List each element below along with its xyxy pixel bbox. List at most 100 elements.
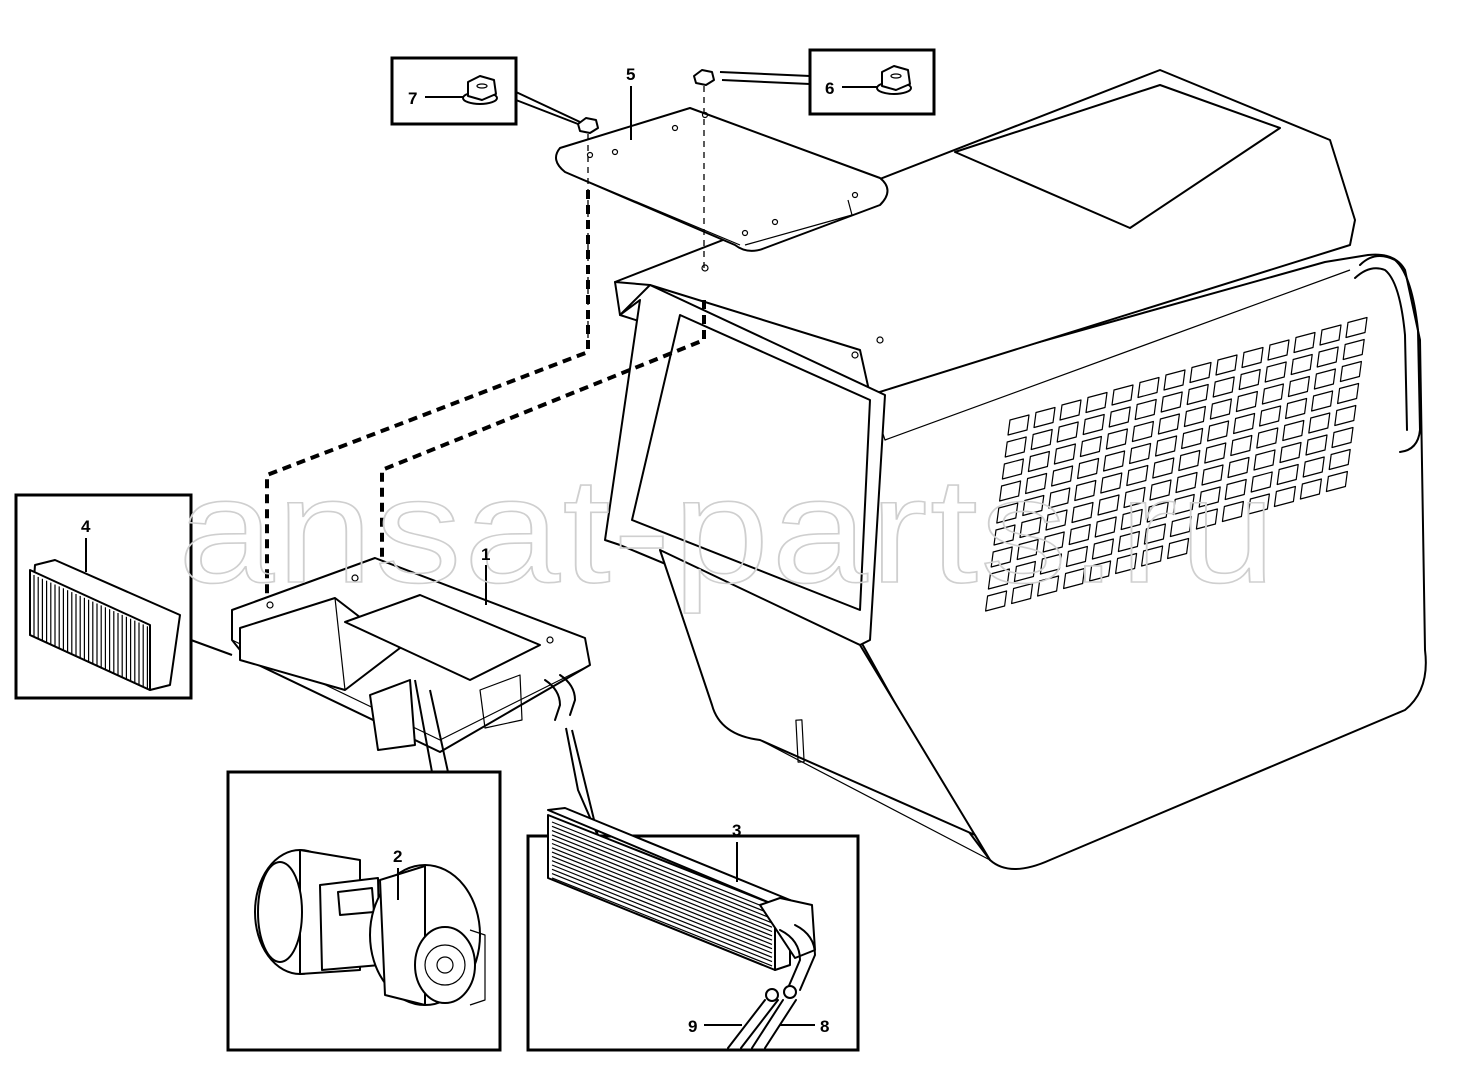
grille-cell [1045, 509, 1068, 531]
grille-cell [1141, 545, 1164, 567]
grille-cell [1273, 485, 1296, 508]
grille-cell [1063, 567, 1086, 590]
callout-8: 8 [820, 1017, 829, 1036]
grille-cell [1167, 537, 1190, 560]
grille-cell [985, 590, 1008, 612]
grille-cell [1305, 434, 1328, 456]
grille-cell [1013, 560, 1036, 583]
grille-cell [996, 502, 1019, 524]
core-fin [551, 873, 773, 963]
callout-1: 1 [481, 545, 490, 564]
grille-cell [1039, 553, 1062, 575]
callout-4: 4 [81, 517, 91, 536]
grille-cell [1287, 375, 1310, 398]
grille-cell [1089, 560, 1112, 582]
grille-cell [1337, 382, 1360, 405]
grille-cell [1123, 486, 1146, 509]
core-fin [551, 830, 773, 920]
grille-cell [1212, 376, 1235, 398]
grille-cell [1115, 552, 1138, 575]
grille-cell [1100, 472, 1123, 494]
grille-cell [1103, 450, 1126, 472]
core-fin [551, 864, 773, 954]
nut-on-plate-6 [693, 69, 715, 86]
grille-cell [1311, 390, 1334, 412]
grille-cell [1207, 420, 1230, 442]
grille-cell [1215, 354, 1238, 376]
callout-6: 6 [825, 79, 834, 98]
grille-cell [1108, 406, 1131, 428]
grille-cell [1053, 443, 1076, 465]
grille-cell [1091, 538, 1114, 560]
grille-cell [999, 480, 1022, 502]
callout-9: 9 [688, 1017, 697, 1036]
grille-cell [1183, 405, 1206, 428]
grille-cell [1293, 331, 1316, 354]
grille-cell [990, 546, 1013, 568]
grille-cell [1056, 421, 1079, 443]
grille-cell [1247, 493, 1270, 515]
grille-cell [1149, 479, 1172, 501]
grille-cell [1160, 391, 1183, 413]
roof-hatch [954, 84, 1281, 229]
grille-cell [1256, 427, 1279, 449]
grille-cell [1163, 369, 1186, 391]
grille-cell [1077, 457, 1100, 480]
core-fin [551, 821, 773, 911]
grille-cell [1059, 399, 1082, 421]
grille-cell [1181, 427, 1204, 450]
grille-cell [1195, 508, 1218, 530]
grille-cell [1071, 501, 1094, 524]
watermark: ansat-parts.ru [178, 446, 1278, 614]
grille-cell [1065, 545, 1088, 568]
grille-cell [1339, 360, 1362, 383]
grille-cell [1131, 420, 1154, 443]
grille-cell [1169, 515, 1192, 538]
core-fin [551, 838, 773, 928]
grille-cell [1011, 582, 1034, 605]
grille-cell [1264, 361, 1287, 383]
grille-cell [1209, 398, 1232, 420]
grille-cell [1319, 324, 1342, 346]
grille-cell [1331, 426, 1354, 449]
grille-cell [1007, 414, 1030, 436]
flange-nut-7 [462, 75, 498, 105]
grille-cell [1155, 435, 1178, 457]
core-fin [551, 855, 773, 945]
grille-cell [1308, 412, 1331, 434]
grille-cell [1143, 523, 1166, 545]
grille-cell [1250, 471, 1273, 493]
grab-handle [1359, 255, 1421, 453]
grille-cell [1146, 501, 1169, 523]
grille-cell [1290, 353, 1313, 376]
grille-cell [1134, 398, 1157, 421]
grille-cell [1227, 456, 1250, 479]
grille-cell [1037, 575, 1060, 597]
assembly-line-right [380, 300, 706, 570]
grille-cell [1097, 494, 1120, 516]
core-fin [551, 868, 773, 958]
grille-cell [1172, 493, 1195, 516]
grille-cell [1157, 413, 1180, 435]
grille-cell [1068, 523, 1091, 546]
grille-cell [1302, 456, 1325, 478]
grille-cell [1238, 368, 1261, 391]
grille-cell [1137, 376, 1160, 399]
callout-5: 5 [626, 65, 635, 84]
grille-cell [1334, 404, 1357, 427]
detail-box-nut-6 [808, 48, 936, 116]
grille-cell [1316, 346, 1339, 368]
grille-cell [1016, 538, 1039, 561]
grille-cell [1120, 508, 1143, 531]
core-fin [551, 834, 773, 924]
grille-cell [1082, 413, 1105, 436]
grille-cell [1285, 397, 1308, 420]
heater-core [547, 807, 816, 1049]
grille-cell [1259, 405, 1282, 427]
core-fin [551, 842, 773, 933]
core-fin [551, 825, 773, 915]
grille-cell [1233, 412, 1256, 435]
grille-cell [1204, 442, 1227, 464]
grille-cell [1042, 531, 1065, 553]
